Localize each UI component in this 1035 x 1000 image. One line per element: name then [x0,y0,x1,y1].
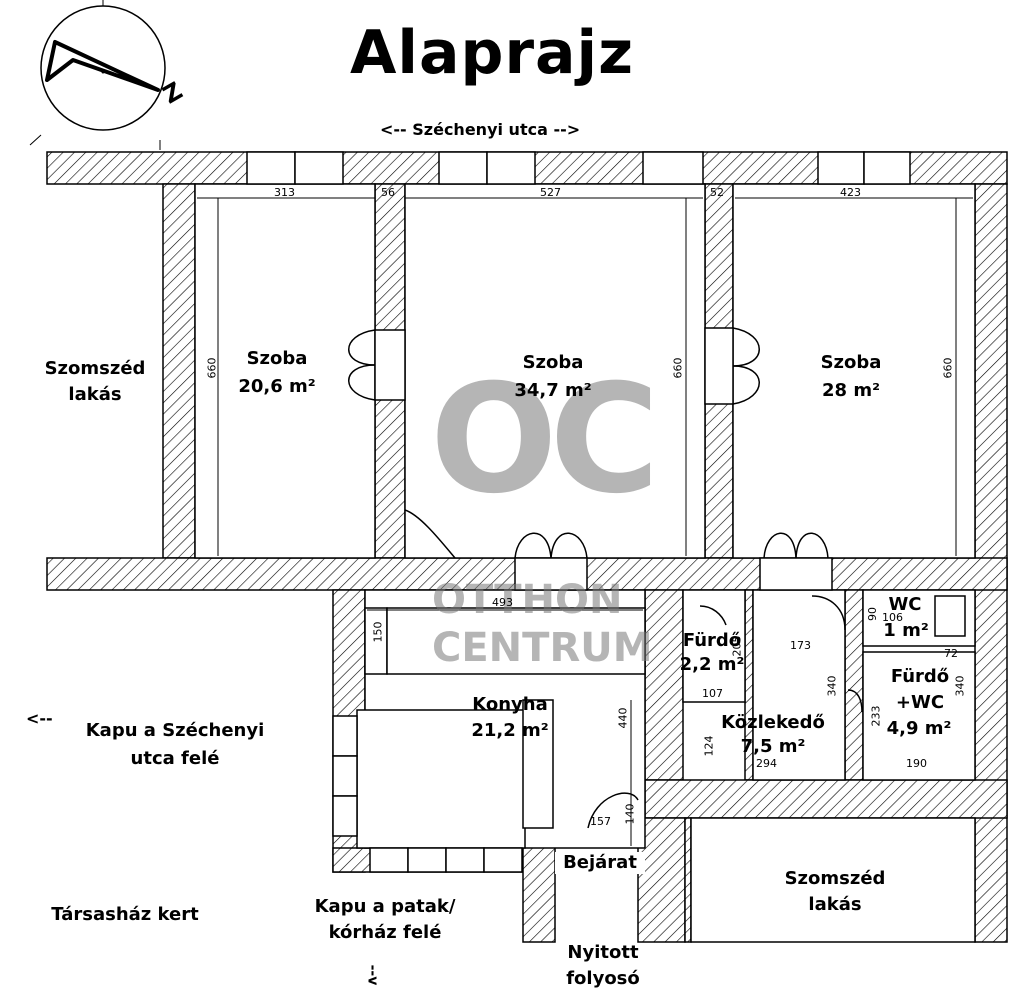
dim-bw-340: 340 [953,675,967,697]
garden-label: Társasház kert [51,904,199,925]
page-title: Alaprajz [350,18,635,88]
bath-wc-name2: +WC [895,692,945,713]
watermark-logo: OC [430,353,660,527]
dim-r1-height: 660 [205,357,219,379]
dim-hall-124: 124 [702,735,716,757]
hall-name: Közlekedő [721,712,825,733]
gate-label-2: utca felé [130,748,220,769]
dim-bath-205: 205 [730,635,744,657]
dim-bath-107: 107 [702,687,723,700]
room2-name: Szoba [522,352,584,373]
dim-r3-height: 660 [941,357,955,379]
dim-r2-height: 660 [671,357,685,379]
dim-bw-190: 190 [906,757,927,770]
corridor-1: Nyitott [567,942,639,963]
dim-wc-106: 106 [882,611,903,624]
windows [246,151,911,185]
street-label: <-- Széchenyi utca --> [380,120,581,139]
corridor-2: folyosó [566,968,640,989]
kitchen-name: Konyha [472,694,548,715]
dim-wall2: 52 [710,186,724,199]
gate-creek-1: Kapu a patak/ [314,896,456,917]
watermark-line1: OTTHON [432,577,623,623]
wc-name: WC [888,594,922,615]
bath-small-area: 2,2 m² [679,654,745,675]
dim-door-157: 157 [590,815,611,828]
room3-area: 28 m² [822,380,880,401]
dim-r1-width: 313 [274,186,295,199]
hall-area: 7,5 m² [740,736,806,757]
dim-hall-294: 294 [756,757,777,770]
dim-bw-233: 233 [869,705,883,727]
dim-door-140: 140 [623,803,637,825]
room2-area: 34,7 m² [514,380,592,401]
doors [348,327,966,829]
bath-wc-name1: Fürdő [890,666,950,687]
dim-wall1: 56 [381,186,395,199]
neighbor-left-2: lakás [68,384,122,405]
kitchen-furniture [332,607,646,873]
room1-area: 20,6 m² [238,376,316,397]
dim-r3-width: 423 [840,186,861,199]
neighbor-right-2: lakás [808,894,862,915]
bath-wc-area: 4,9 m² [886,718,952,739]
kitchen-area: 21,2 m² [471,720,549,741]
gate-label-1: Kapu a Széchenyi [85,720,265,741]
room1-name: Szoba [246,348,308,369]
dim-hall-340: 340 [825,675,839,697]
dim-bw-72: 72 [944,647,958,660]
dim-hall-173: 173 [790,639,811,652]
dim-kitchen-width: 493 [492,596,513,609]
room3-name: Szoba [820,352,882,373]
gate-creek-2: kórház felé [328,922,442,943]
gate-creek-arrow: --v [364,964,381,986]
compass-icon [29,0,166,150]
room-outlines [194,183,976,943]
wc-area: 1 m² [883,620,929,641]
dim-kitchen-150: 150 [371,621,385,643]
dim-r2-width: 527 [540,186,561,199]
gate-arrow: <-- [26,709,53,728]
dim-wc-90: 90 [866,607,879,621]
entrance-label: Bejárat [555,852,645,874]
dimension-lines [197,197,973,846]
neighbor-left-1: Szomszéd [44,358,146,379]
dim-kitchen-440: 440 [616,707,630,729]
bath-small-name: Fürdő [682,630,742,651]
watermark-line2: CENTRUM [432,625,653,671]
neighbor-right-1: Szomszéd [784,868,886,889]
